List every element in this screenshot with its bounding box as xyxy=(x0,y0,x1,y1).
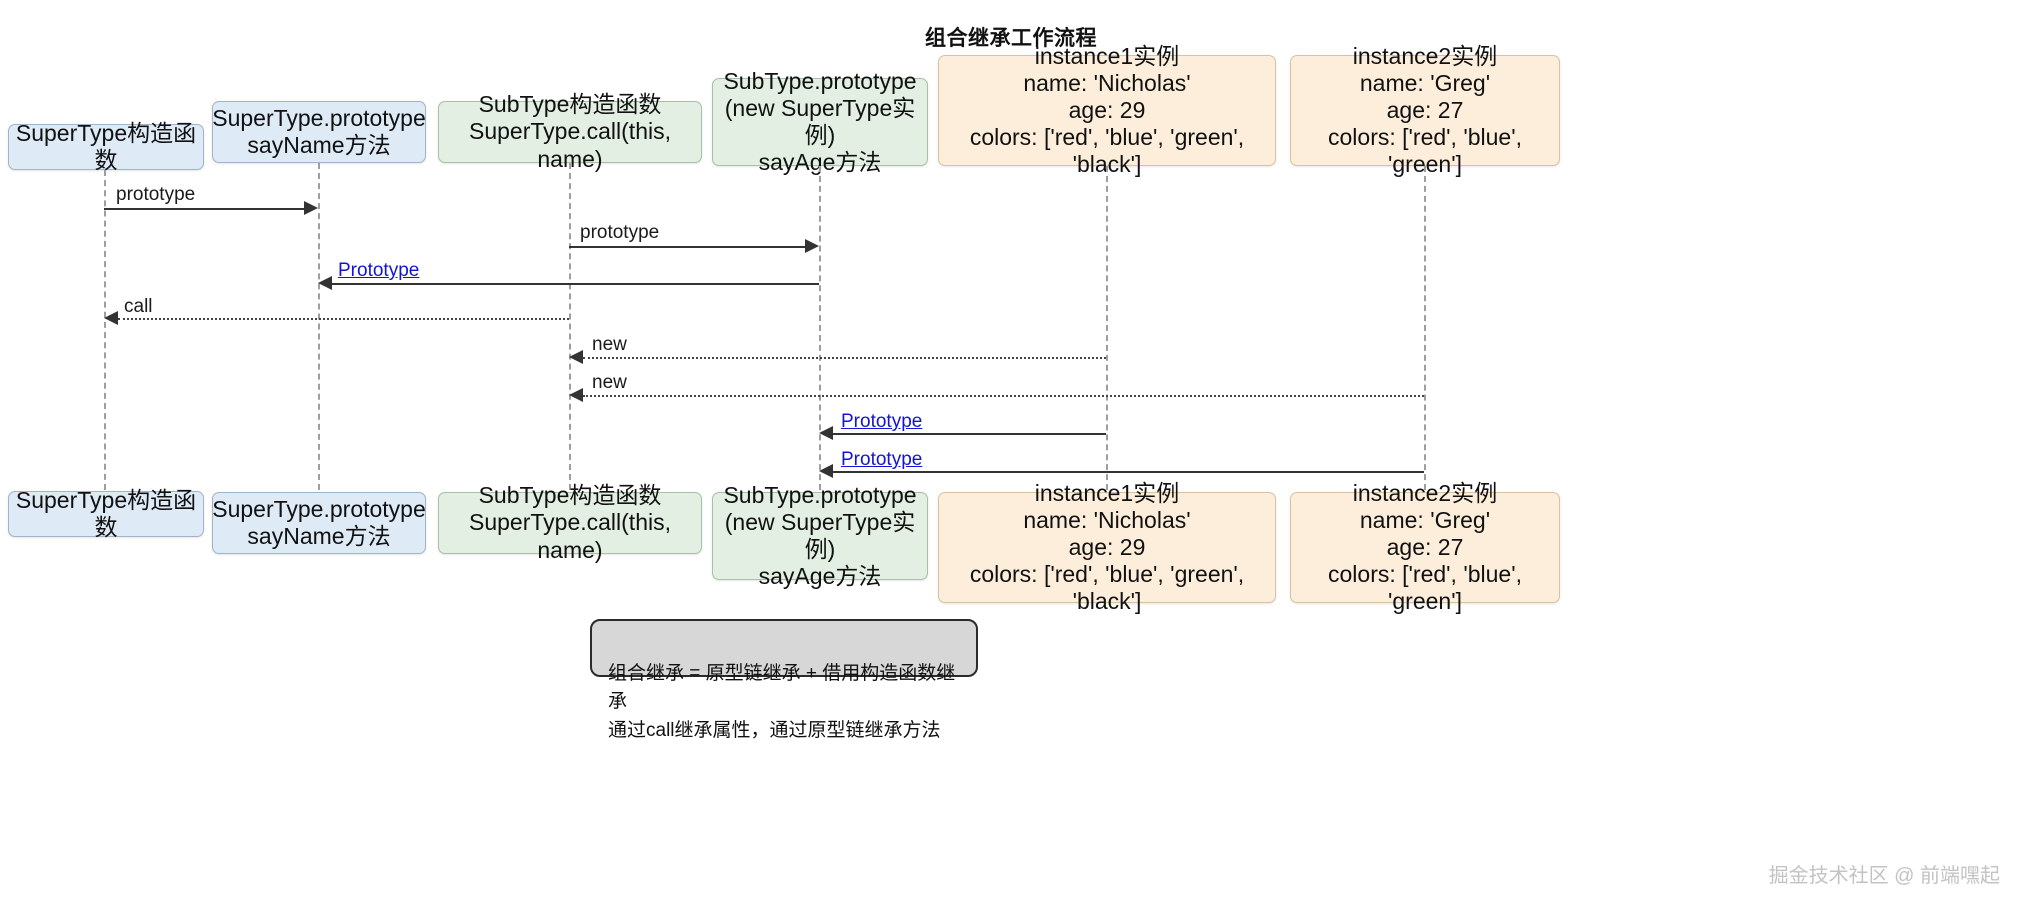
message-label-m7[interactable]: Prototype xyxy=(841,411,923,432)
message-label-m6: new xyxy=(592,372,627,393)
participant-label: instance1实例 name: 'Nicholas' age: 29 col… xyxy=(969,479,1245,615)
lifeline-supertype-prototype xyxy=(318,163,320,490)
lifeline-supertype xyxy=(104,170,106,490)
participant-label: SuperType.prototype sayName方法 xyxy=(212,495,426,549)
message-line xyxy=(833,471,1424,473)
participant-label: SubType.prototype (new SuperType实例) sayA… xyxy=(723,481,917,590)
lifeline-instance1 xyxy=(1106,166,1108,490)
message-label-m3[interactable]: Prototype xyxy=(338,260,420,281)
note-text: 组合继承 = 原型链继承 + 借用构造函数继承 通过call继承属性，通过原型链… xyxy=(608,662,956,741)
arrowhead-left-icon xyxy=(569,388,583,402)
message-label-m2: prototype xyxy=(580,222,660,243)
participant-footer-subtype-prototype[interactable]: SubType.prototype (new SuperType实例) sayA… xyxy=(712,482,928,589)
participant-header-instance2[interactable]: instance2实例 name: 'Greg' age: 27 colors:… xyxy=(1290,43,1560,177)
participant-header-subtype-prototype[interactable]: SubType.prototype (new SuperType实例) sayA… xyxy=(712,68,928,175)
watermark: 掘金技术社区 @ 前端嘿起 xyxy=(1768,865,2000,887)
arrowhead-left-icon xyxy=(318,276,332,290)
lifeline-subtype xyxy=(569,163,571,490)
participant-label: SuperType.prototype sayName方法 xyxy=(212,104,426,158)
participant-label: SubType构造函数 SuperType.call(this, name) xyxy=(469,482,671,563)
arrowhead-left-icon xyxy=(104,311,118,325)
arrowhead-right-icon xyxy=(805,239,819,253)
participant-footer-instance1[interactable]: instance1实例 name: 'Nicholas' age: 29 col… xyxy=(938,480,1276,614)
message-line xyxy=(583,357,1106,359)
participant-label: SubType构造函数 SuperType.call(this, name) xyxy=(469,91,671,172)
participant-label: instance1实例 name: 'Nicholas' age: 29 col… xyxy=(969,42,1245,178)
message-line xyxy=(332,283,819,285)
participant-header-instance1[interactable]: instance1实例 name: 'Nicholas' age: 29 col… xyxy=(938,43,1276,177)
participant-header-supertype[interactable]: SuperType构造函数 xyxy=(8,120,204,173)
message-line xyxy=(583,395,1424,397)
message-label-m5: new xyxy=(592,334,627,355)
note-box: 组合继承 = 原型链继承 + 借用构造函数继承 通过call继承属性，通过原型链… xyxy=(590,619,978,741)
participant-label: SuperType构造函数 xyxy=(15,119,197,173)
message-label-m1: prototype xyxy=(116,184,196,205)
participant-footer-supertype[interactable]: SuperType构造函数 xyxy=(8,487,204,540)
message-label-m8[interactable]: Prototype xyxy=(841,449,923,470)
participant-label: SuperType构造函数 xyxy=(15,486,197,540)
arrowhead-left-icon xyxy=(819,464,833,478)
participant-label: SubType.prototype (new SuperType实例) sayA… xyxy=(723,67,917,176)
participant-footer-subtype[interactable]: SubType构造函数 SuperType.call(this, name) xyxy=(438,482,702,563)
page-title: 组合继承工作流程 xyxy=(925,27,1097,50)
message-line xyxy=(118,318,569,320)
message-line xyxy=(569,246,805,248)
participant-footer-supertype-prototype[interactable]: SuperType.prototype sayName方法 xyxy=(212,492,426,554)
arrowhead-left-icon xyxy=(819,426,833,440)
message-label-m4: call xyxy=(124,296,153,317)
lifeline-subtype-prototype xyxy=(819,166,821,490)
message-line xyxy=(104,208,304,210)
arrowhead-left-icon xyxy=(569,350,583,364)
participant-label: instance2实例 name: 'Greg' age: 27 colors:… xyxy=(1328,42,1522,178)
participant-label: instance2实例 name: 'Greg' age: 27 colors:… xyxy=(1328,479,1522,615)
participant-header-subtype[interactable]: SubType构造函数 SuperType.call(this, name) xyxy=(438,91,702,172)
participant-footer-instance2[interactable]: instance2实例 name: 'Greg' age: 27 colors:… xyxy=(1290,480,1560,614)
participant-header-supertype-prototype[interactable]: SuperType.prototype sayName方法 xyxy=(212,101,426,163)
arrowhead-right-icon xyxy=(304,201,318,215)
message-line xyxy=(833,433,1106,435)
lifeline-instance2 xyxy=(1424,166,1426,490)
